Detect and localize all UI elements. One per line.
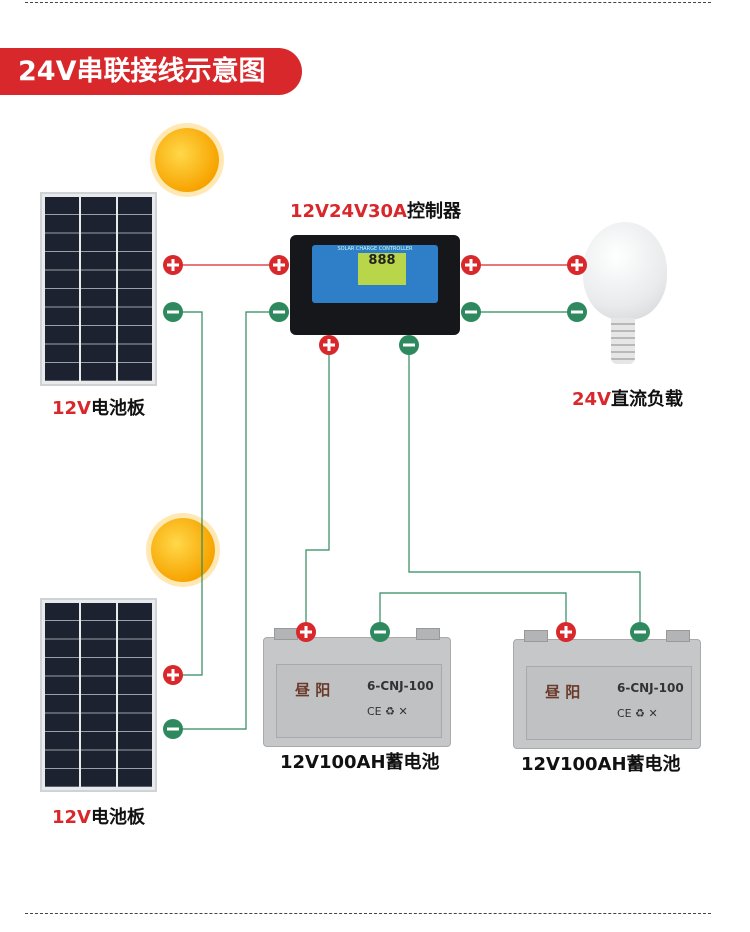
controller-panel-text: SOLAR CHARGE CONTROLLER (337, 246, 413, 252)
battery-model: 6-CNJ-100 (617, 681, 684, 695)
battery-1: 昼 阳 6-CNJ-100 CE ♻ ✕ (263, 628, 451, 747)
solar-panel-2 (40, 598, 157, 792)
positive-terminal-icon (556, 622, 576, 642)
wire-panel-negative (173, 311, 279, 730)
battery-1-label: 12V100AH蓄电池 (280, 752, 440, 773)
solar-panel-1 (40, 192, 157, 386)
negative-terminal-icon (163, 719, 183, 739)
negative-terminal-icon (630, 622, 650, 642)
battery-brand: 昼 阳 (545, 683, 581, 701)
battery-brand: 昼 阳 (295, 681, 331, 699)
wire-battery-positive (305, 345, 330, 632)
wire-panel-series (173, 311, 203, 676)
battery-marks: CE ♻ ✕ (617, 707, 658, 720)
negative-terminal-icon (269, 302, 289, 322)
page-title: 24V串联接线示意图 (0, 48, 302, 95)
sun-icon (151, 518, 215, 582)
load-label: 24V直流负载 (572, 389, 683, 410)
negative-terminal-icon (399, 335, 419, 355)
positive-terminal-icon (296, 622, 316, 642)
battery-2-label: 12V100AH蓄电池 (521, 754, 681, 775)
controller-display: 888 (358, 253, 406, 285)
bottom-divider (25, 913, 711, 914)
positive-terminal-icon (319, 335, 339, 355)
positive-terminal-icon (163, 255, 183, 275)
charge-controller: SOLAR CHARGE CONTROLLER 888 (290, 235, 460, 335)
positive-terminal-icon (163, 665, 183, 685)
wire-battery-series (379, 592, 567, 632)
negative-terminal-icon (163, 302, 183, 322)
solar-panel-2-label: 12V电池板 (52, 807, 145, 828)
battery-marks: CE ♻ ✕ (367, 705, 408, 718)
top-divider (25, 2, 711, 3)
negative-terminal-icon (370, 622, 390, 642)
positive-terminal-icon (567, 255, 587, 275)
wire-battery-negative (408, 345, 641, 632)
positive-terminal-icon (461, 255, 481, 275)
positive-terminal-icon (269, 255, 289, 275)
bulb-base (611, 318, 635, 364)
sun-icon (155, 128, 219, 192)
solar-panel-1-label: 12V电池板 (52, 398, 145, 419)
battery-model: 6-CNJ-100 (367, 679, 434, 693)
negative-terminal-icon (567, 302, 587, 322)
battery-2: 昼 阳 6-CNJ-100 CE ♻ ✕ (513, 630, 701, 749)
controller-label: 12V24V30A控制器 (290, 201, 461, 222)
negative-terminal-icon (461, 302, 481, 322)
bulb-load (583, 222, 667, 320)
